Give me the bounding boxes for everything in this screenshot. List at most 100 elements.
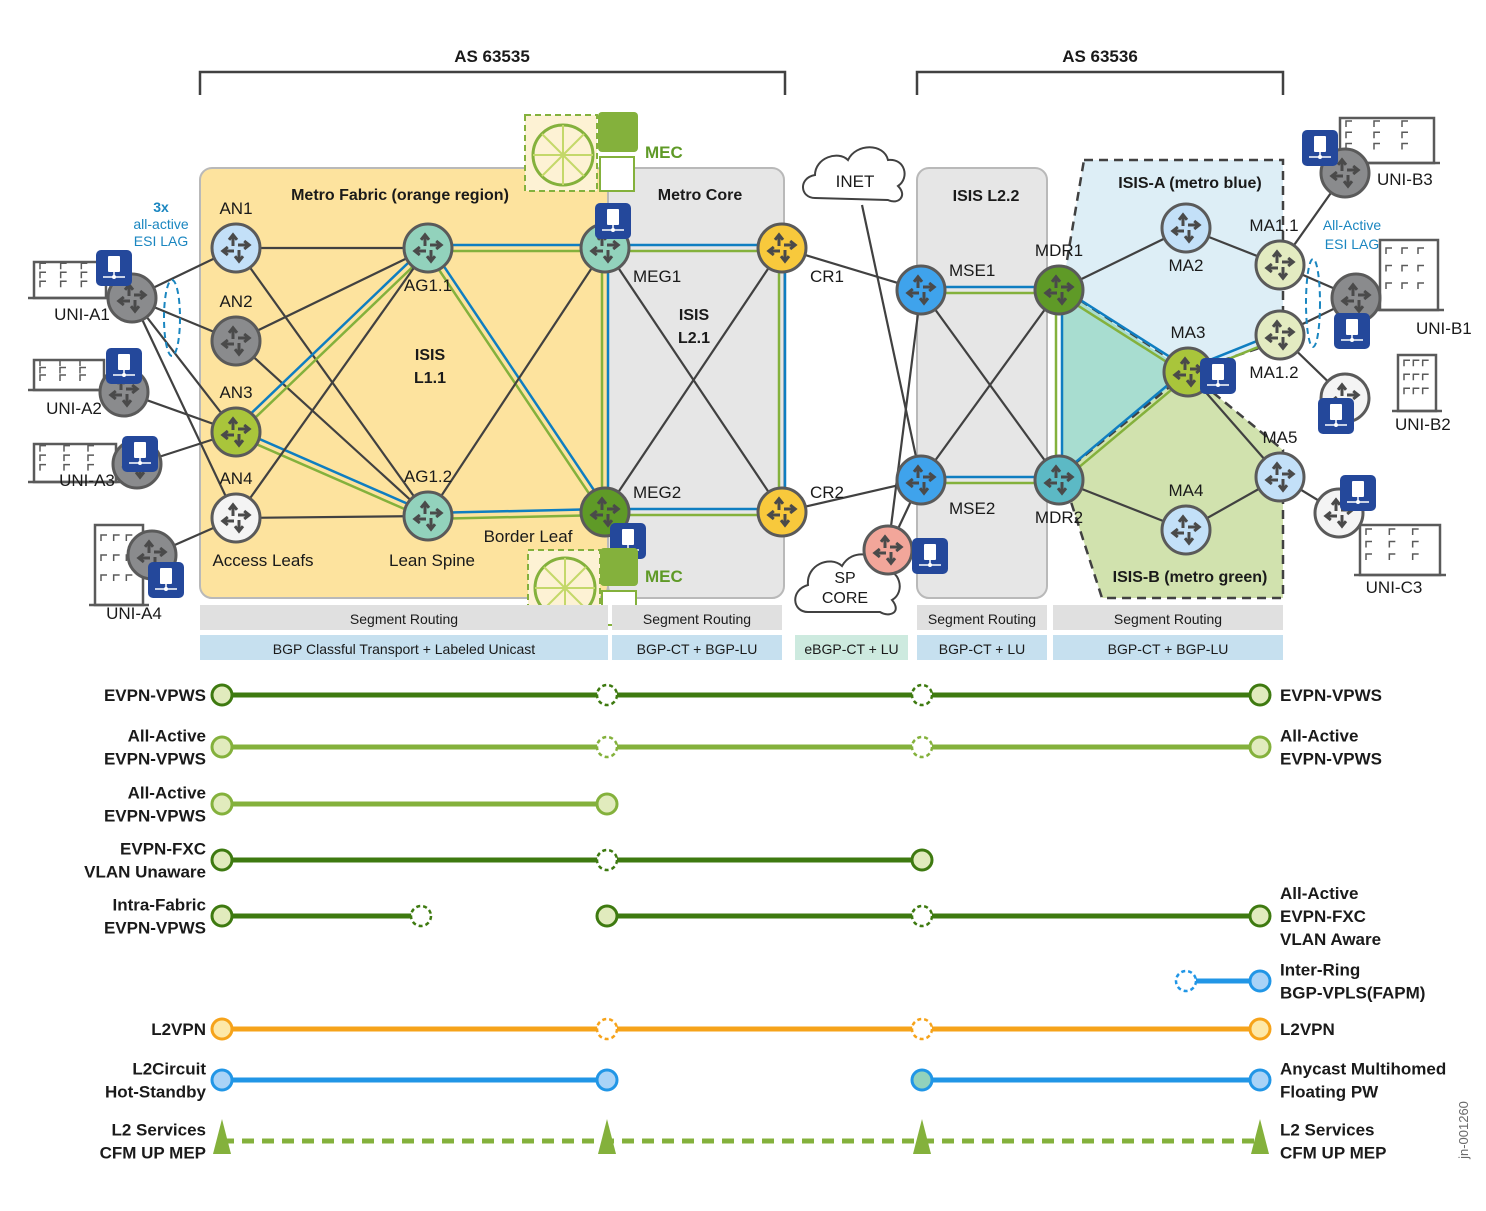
sp-core-label-line2: CORE xyxy=(822,590,868,607)
service-endpoint xyxy=(210,683,234,707)
router-mse2[interactable] xyxy=(895,454,947,506)
router-label: MA3 xyxy=(1171,323,1206,342)
service-endpoint xyxy=(1248,969,1272,993)
service-label-right: Anycast Multihomed xyxy=(1280,1060,1446,1079)
service-endpoint-virtual xyxy=(910,683,934,707)
service-endpoint xyxy=(595,1068,619,1092)
service-label-right: L2 Services xyxy=(1280,1121,1375,1140)
mep-marker-icon xyxy=(1251,1119,1269,1154)
router-arrows-icon xyxy=(1172,356,1204,388)
service-endpoint-virtual xyxy=(910,735,934,759)
segment-routing-band: Segment Routing xyxy=(1053,605,1283,630)
router-label: AG1.2 xyxy=(404,467,452,486)
service-endpoint xyxy=(1248,1017,1272,1041)
segment-routing-label: Segment Routing xyxy=(350,611,458,627)
esi-lag-right-line2: ESI LAG xyxy=(1325,236,1379,252)
router-mdr2[interactable] xyxy=(1033,454,1085,506)
esi-lag-left-line1: 3x xyxy=(153,199,169,215)
router-cr1[interactable] xyxy=(756,222,808,274)
router-label: CR2 xyxy=(810,483,844,502)
router-mdr1[interactable] xyxy=(1033,264,1085,316)
router-label: AN2 xyxy=(219,292,252,311)
esi-lag-right-line1: All-Active xyxy=(1323,217,1382,233)
link-ag11-meg1 xyxy=(428,243,605,253)
sp-core-label-line1: SP xyxy=(834,570,855,587)
mep-marker-icon xyxy=(913,1119,931,1154)
router-arrows-icon xyxy=(1264,461,1296,493)
isis-a-title: ISIS-A (metro blue) xyxy=(1118,175,1261,192)
service-endpoint xyxy=(910,848,934,872)
esi-lag-left-line2: all-active xyxy=(133,216,188,232)
access-leafs-label: Access Leafs xyxy=(212,551,313,570)
service-endpoint-virtual xyxy=(910,904,934,928)
building-icon xyxy=(1374,238,1444,312)
router-ma2[interactable] xyxy=(1160,202,1212,254)
service-row: Intra-FabricEVPN-VPWSAll-ActiveEVPN-FXCV… xyxy=(104,884,1381,949)
server-icon xyxy=(1318,398,1354,434)
service-endpoint xyxy=(210,1017,234,1041)
service-label-right: EVPN-VPWS xyxy=(1280,750,1382,769)
router-ma5[interactable] xyxy=(1254,451,1306,503)
router-cr2[interactable] xyxy=(756,486,808,538)
router-an4[interactable] xyxy=(210,492,262,544)
service-endpoint-virtual xyxy=(1174,969,1198,993)
isis-l11-line1: ISIS xyxy=(415,347,446,364)
lean-spine-label: Lean Spine xyxy=(389,551,475,570)
router-ma11[interactable] xyxy=(1254,239,1306,291)
router-ag11[interactable] xyxy=(402,222,454,274)
mec-label: MEC xyxy=(645,567,683,586)
service-label-left: EVPN-VPWS xyxy=(104,750,206,769)
router-label: MA1.1 xyxy=(1249,216,1298,235)
router-an2[interactable] xyxy=(210,315,262,367)
router-arrows-icon xyxy=(1043,464,1075,496)
router-label: MA2 xyxy=(1169,256,1204,275)
link-meg2-cr2 xyxy=(605,507,782,517)
service-endpoint xyxy=(595,792,619,816)
building-icon xyxy=(1354,523,1446,577)
router-label: MEG2 xyxy=(633,483,681,502)
link-ag12-meg1 xyxy=(427,247,606,517)
link-mse2-mdr1 xyxy=(920,289,1060,481)
router-ma4[interactable] xyxy=(1160,504,1212,556)
bgp-transport-label: BGP-CT + BGP-LU xyxy=(1108,641,1229,657)
router-ma12[interactable] xyxy=(1254,309,1306,361)
bgp-transport-band: BGP-CT + BGP-LU xyxy=(612,635,782,660)
isis-l22-title: ISIS L2.2 xyxy=(953,188,1020,205)
isis-l21-line2: L2.1 xyxy=(678,330,710,347)
router-ag12[interactable] xyxy=(402,490,454,542)
router-arrows-icon xyxy=(766,232,798,264)
router-label: MDR1 xyxy=(1035,241,1083,260)
router-an3[interactable] xyxy=(210,406,262,458)
service-endpoint xyxy=(210,735,234,759)
service-endpoint xyxy=(1248,735,1272,759)
service-endpoint-virtual xyxy=(595,1017,619,1041)
server-icon xyxy=(1340,475,1376,511)
router-arrows-icon xyxy=(1340,282,1372,314)
router-label: MEG1 xyxy=(633,267,681,286)
bgp-transport-band: BGP-CT + BGP-LU xyxy=(1053,635,1283,660)
server-icon xyxy=(1200,358,1236,394)
router-mse1[interactable] xyxy=(895,264,947,316)
router-arrows-icon xyxy=(412,232,444,264)
service-label-left: EVPN-FXC xyxy=(120,840,206,859)
router-arrows-icon xyxy=(136,539,168,571)
router-an1[interactable] xyxy=(210,222,262,274)
router-label: AG1.1 xyxy=(404,276,452,295)
router-arrows-icon xyxy=(1043,274,1075,306)
service-label-right: BGP-VPLS(FAPM) xyxy=(1280,984,1425,1003)
link-meg1-meg2 xyxy=(600,248,610,512)
server-icon xyxy=(122,436,158,472)
border-leaf-label: Border Leaf xyxy=(484,527,573,546)
router-label: MSE2 xyxy=(949,499,995,518)
router-spr[interactable] xyxy=(862,524,914,576)
router-arrows-icon xyxy=(1170,514,1202,546)
service-label-left: Hot-Standby xyxy=(105,1083,207,1102)
router-label: MA1.2 xyxy=(1249,363,1298,382)
link-an2-ag12 xyxy=(235,340,429,517)
service-label-left: All-Active xyxy=(128,727,206,746)
service-label-left: EVPN-VPWS xyxy=(104,807,206,826)
service-label-right: All-Active xyxy=(1280,884,1358,903)
